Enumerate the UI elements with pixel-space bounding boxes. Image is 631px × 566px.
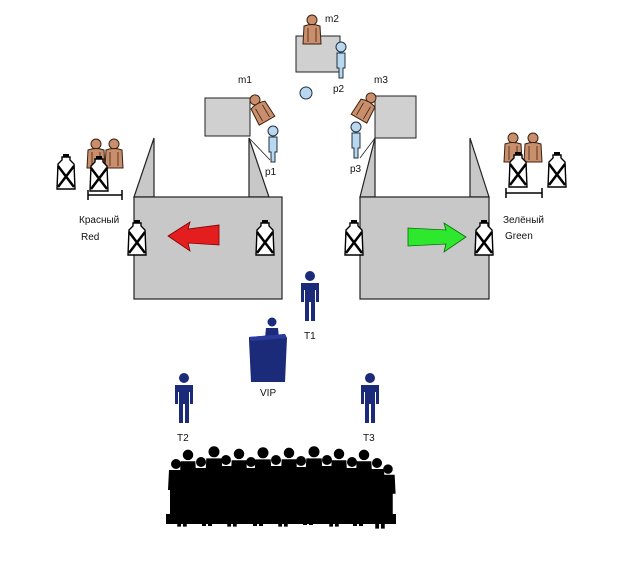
label-red-en: Red: [81, 232, 100, 243]
vip-podium-icon: [249, 317, 287, 382]
official-t2-icon: [175, 373, 193, 423]
label-m3: m3: [374, 75, 388, 86]
label-p2: p2: [333, 84, 345, 95]
referee-box-m3: [374, 95, 417, 139]
official-t1-icon: [301, 271, 319, 321]
label-m2: m2: [325, 14, 339, 25]
label-red-ru: Красный: [79, 215, 120, 226]
judge-p1-icon: [267, 125, 279, 163]
red-arrow-left: [167, 221, 220, 252]
red-ring: [133, 137, 283, 300]
label-p1: p1: [265, 167, 277, 178]
centre-ball-icon: [299, 86, 313, 100]
label-m1: m1: [238, 75, 252, 86]
label-t3: T3: [363, 433, 375, 444]
green-ring: [359, 137, 490, 300]
green-corner-group: [503, 132, 568, 198]
crowd-silhouette: [166, 446, 396, 529]
label-green-en: Green: [505, 231, 533, 242]
label-vip: VIP: [260, 388, 277, 399]
label-green-ru: Зелёный: [503, 215, 544, 226]
judge-p2-icon: [335, 41, 347, 79]
referee-box-m1: [204, 97, 251, 137]
green-arrow-right: [407, 222, 467, 253]
label-p3: p3: [350, 164, 362, 175]
referee-m2-icon: [302, 14, 322, 45]
red-corner-group: [55, 138, 124, 200]
official-t3-icon: [361, 373, 379, 423]
judge-p3-icon: [350, 121, 362, 159]
label-t1: T1: [304, 331, 316, 342]
label-t2: T2: [177, 433, 189, 444]
